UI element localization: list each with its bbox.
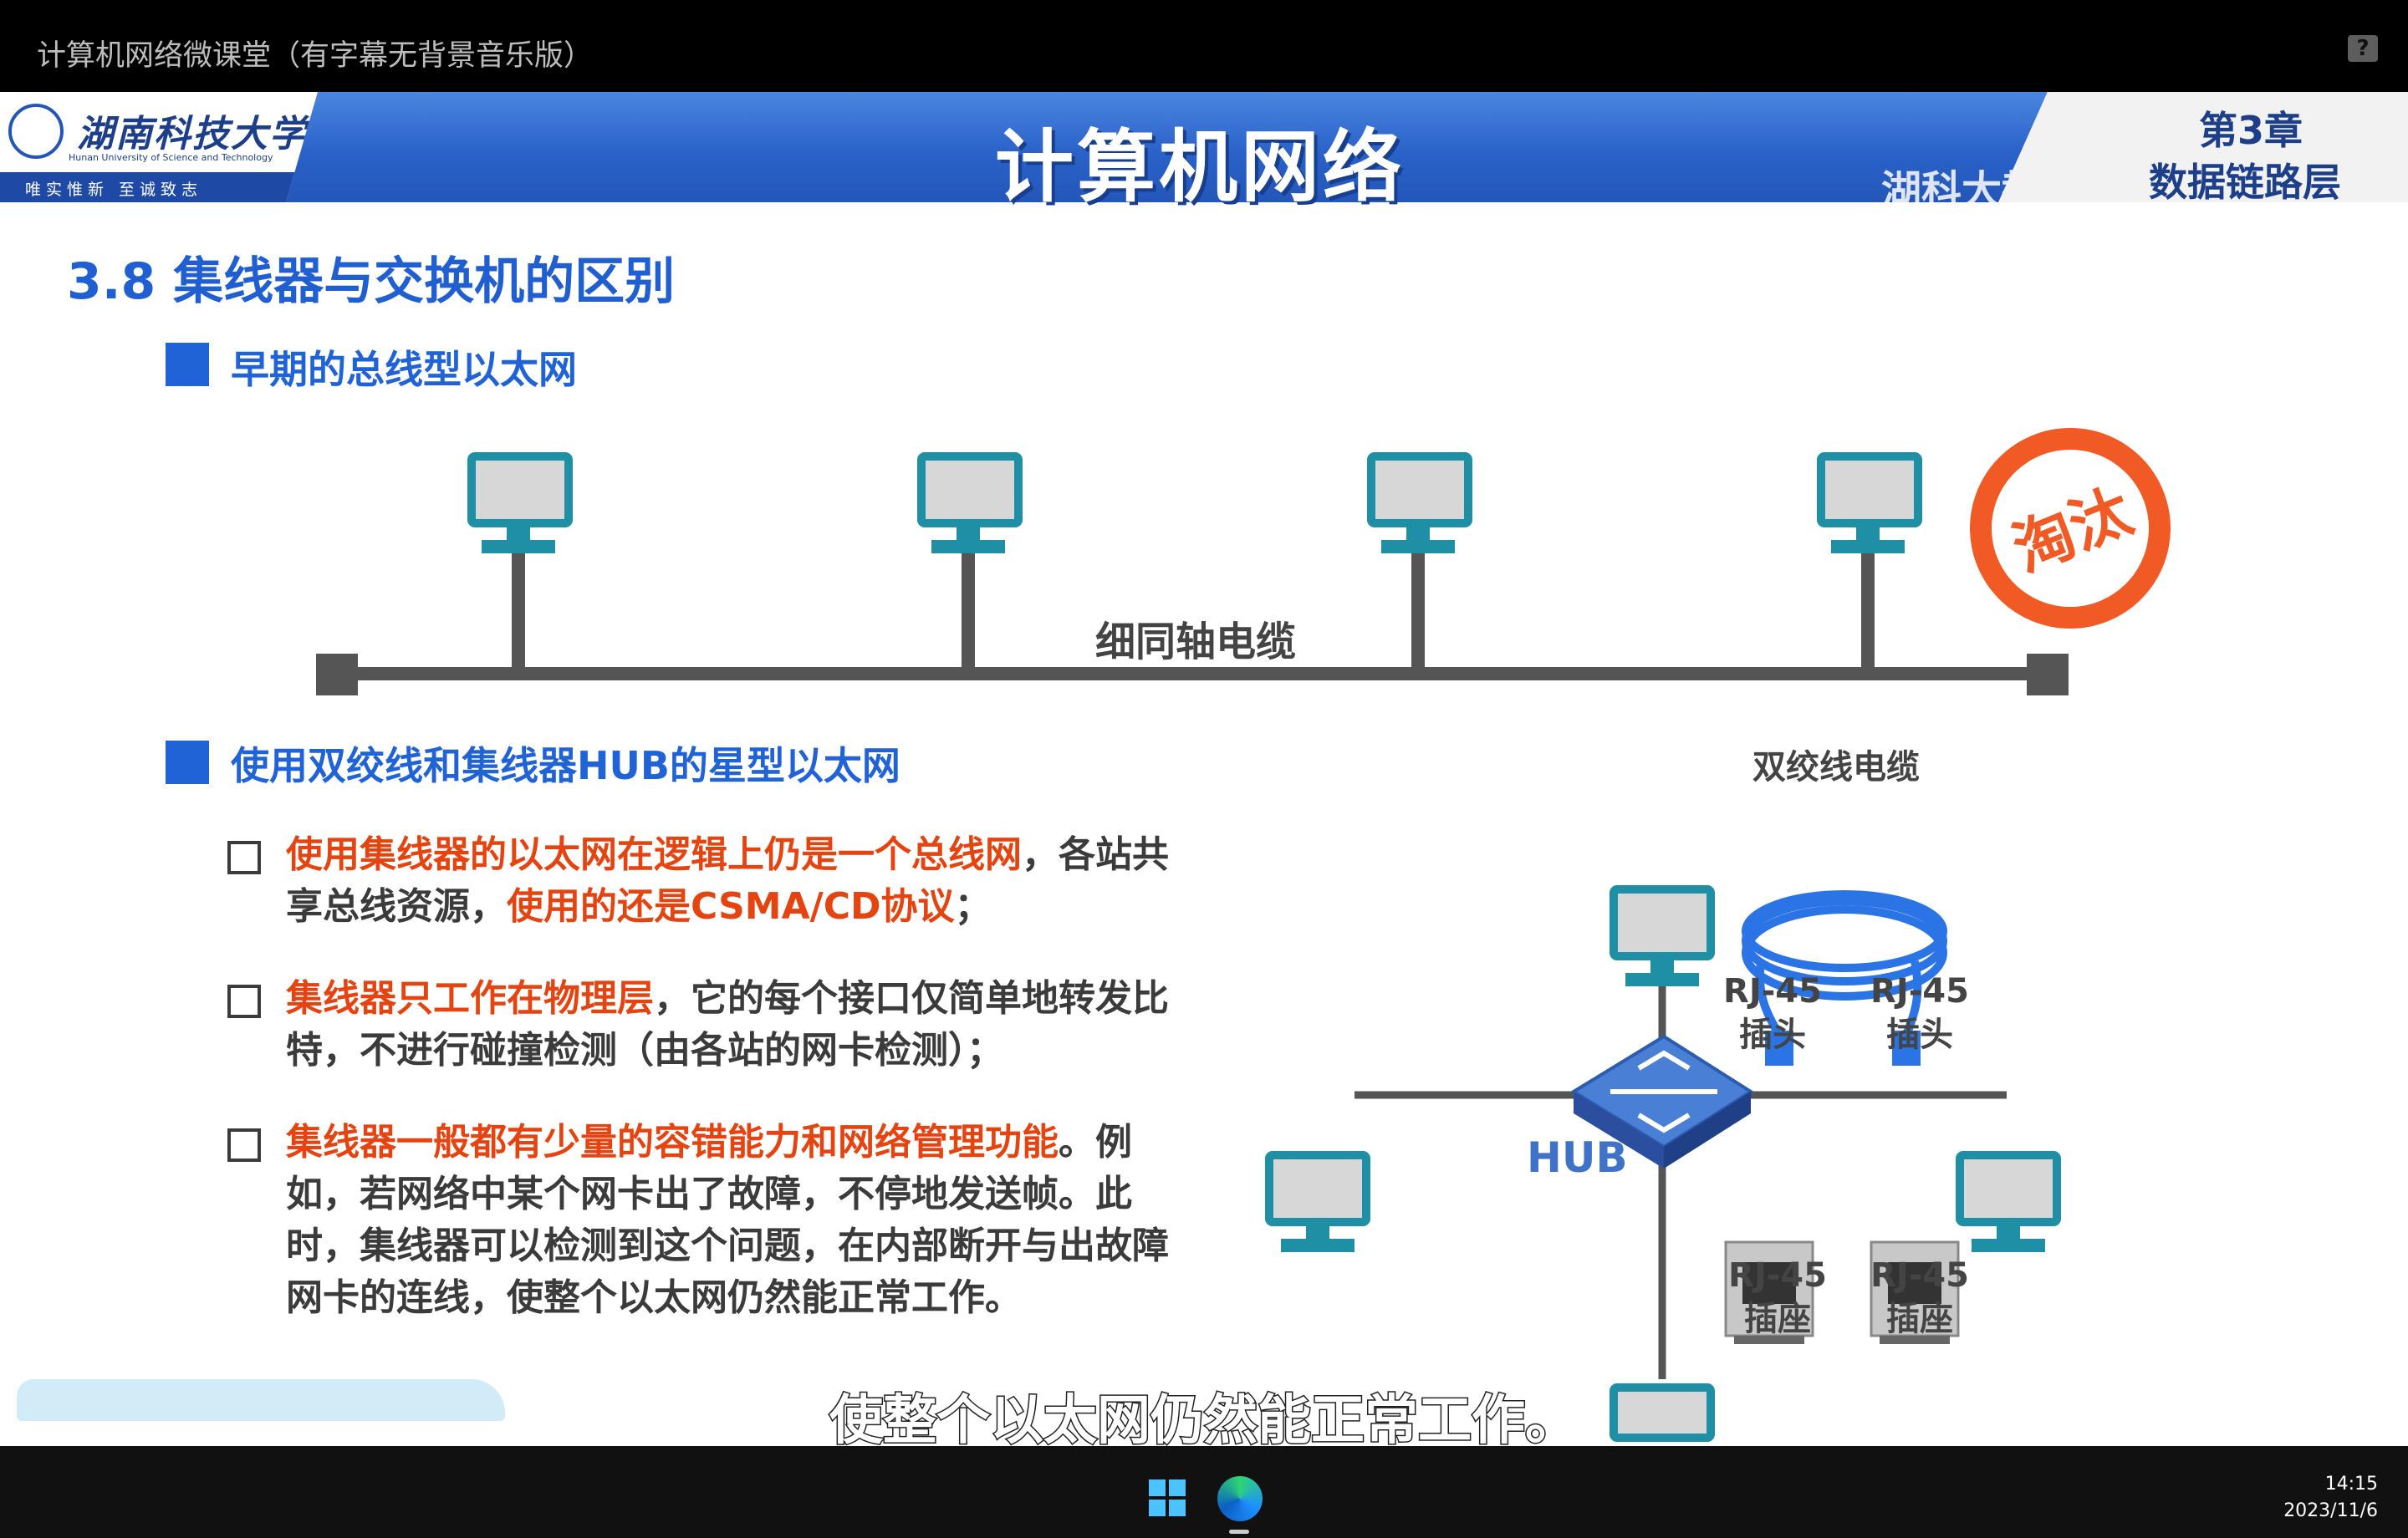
obsolete-stamp: 淘汰: [1970, 428, 2171, 629]
subheading-bullet: [166, 741, 209, 784]
rj45-jack-label: RJ-45 插座: [1853, 1254, 1987, 1341]
point-2: 集线器只工作在物理层，它的每个接口仅简单地转发比特，不进行碰撞检测（由各站的网卡…: [226, 973, 1187, 1077]
window-title: 计算机网络微课堂（有字幕无背景音乐版）: [37, 32, 593, 74]
clock-date: 2023/11/6: [2283, 1498, 2378, 1525]
rj45-plug-label: RJ-45 插头: [1853, 970, 1987, 1057]
slide: 湖南科技大学 Hunan University of Science and T…: [0, 92, 2408, 1446]
point-1: 使用集线器的以太网在逻辑上仍是一个总线网，各站共享总线资源，使用的还是CSMA/…: [226, 829, 1187, 933]
star-station-right: [1960, 1155, 2057, 1252]
bus-terminator-left: [316, 654, 358, 695]
bus-station: [472, 456, 569, 674]
help-icon[interactable]: ?: [2348, 35, 2378, 62]
bus-terminator-right: [2027, 654, 2069, 695]
twisted-pair-label: 双绞线电缆: [1736, 746, 1936, 789]
rj45-plug-label: RJ-45 插头: [1706, 970, 1839, 1057]
hub-label: HUB: [1527, 1133, 1628, 1182]
edge-browser-icon[interactable]: [1217, 1476, 1263, 1521]
taskbar: 14:15 2023/11/6: [0, 1446, 2408, 1538]
active-app-indicator: [1229, 1530, 1249, 1534]
star-station-top: [1614, 889, 1711, 986]
bus-station: [1821, 456, 1918, 674]
video-subtitle: 使整个以太网仍然能正常工作。: [0, 1378, 2408, 1446]
windows-start-icon[interactable]: [1149, 1479, 1186, 1516]
clock-time: 14:15: [2283, 1471, 2378, 1498]
system-clock[interactable]: 14:15 2023/11/6: [2283, 1471, 2378, 1525]
star-station-left: [1269, 1155, 1366, 1252]
bus-station: [921, 456, 1018, 674]
window-titlebar: 计算机网络微课堂（有字幕无背景音乐版） ?: [0, 0, 2408, 92]
coax-cable-label: 细同轴电缆: [1045, 609, 1346, 667]
point-3: 集线器一般都有少量的容错能力和网络管理功能。例如，若网络中某个网卡出了故障，不停…: [226, 1117, 1187, 1324]
rj45-jack-label: RJ-45 插座: [1711, 1254, 1844, 1341]
subheading-star-ethernet: 使用双绞线和集线器HUB的星型以太网: [231, 736, 900, 791]
bus-station: [1371, 456, 1468, 674]
